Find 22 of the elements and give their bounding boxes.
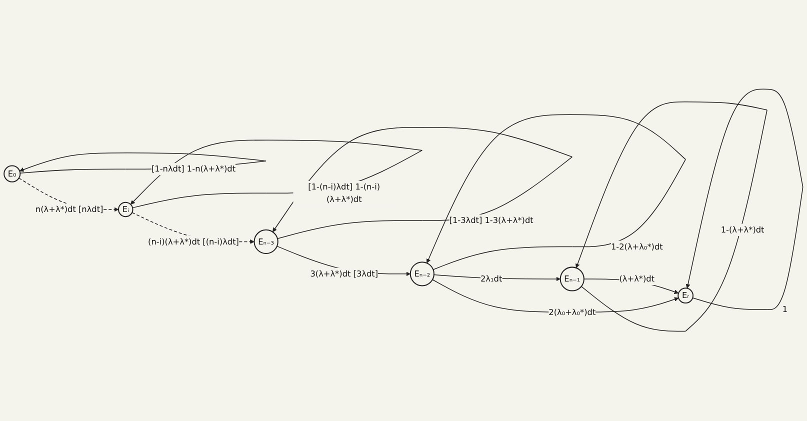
edge-label: 1-(λ+λ*)dt — [720, 225, 764, 235]
edge-label: (n-i)(λ+λ*)dt [(n-i)λdt] — [148, 236, 239, 247]
edge-label: (λ+λ*)dt — [619, 274, 655, 284]
node-circle: Eₙ₋₃ — [254, 230, 278, 254]
edge-label: 1 — [782, 304, 788, 314]
edge-label: [1-(n-i)λdt] 1-(n-i)(λ+λ*)dt — [308, 182, 380, 204]
node-circle: Eₙ₋₁ — [560, 267, 584, 292]
edge-label: [1-nλdt] 1-n(λ+λ*)dt — [151, 164, 236, 174]
edge-label: 3(λ+λ*)dt [3λdt] — [310, 269, 378, 279]
arrow — [426, 114, 686, 270]
arrow — [434, 274, 561, 282]
edge-label: n(λ+λ*)dt [nλdt] — [35, 204, 104, 214]
node-circle: Eₙ₋₂ — [410, 262, 434, 287]
node-circle: E₀ — [4, 166, 21, 183]
arrow — [575, 102, 768, 332]
edge-label: 2λ₁dt — [480, 274, 502, 284]
node-circle: Eᵣ — [678, 288, 694, 304]
edge-label: [1-3λdt] 1-3(λ+λ*)dt — [449, 216, 534, 226]
node-circle: Eᵢ — [118, 202, 134, 218]
arrow — [686, 89, 804, 310]
edge-label: 2(λ₀+λ₀*)dt — [548, 307, 596, 318]
edge-label: 1-2(λ+λ₀*)dt — [610, 242, 663, 252]
